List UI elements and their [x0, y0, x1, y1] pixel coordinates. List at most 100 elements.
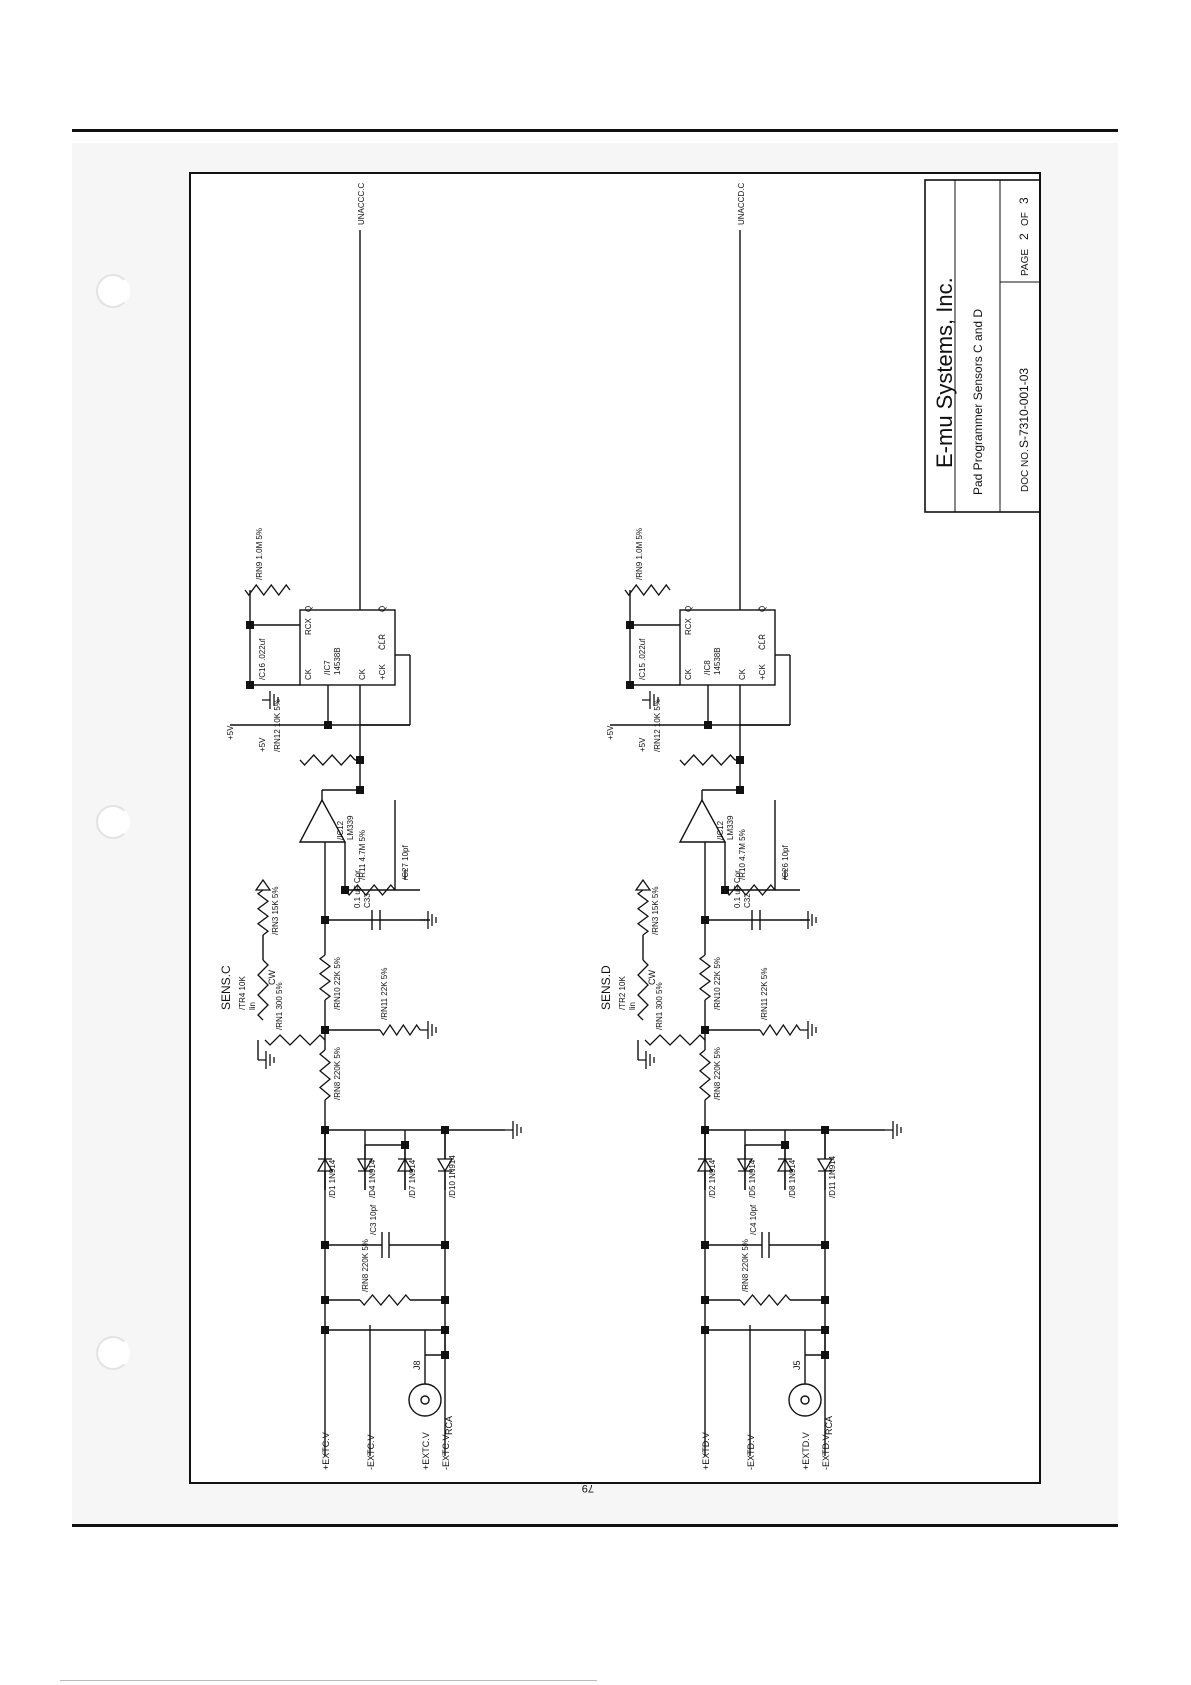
monostable-ref: /IC8 [703, 660, 712, 675]
diode-2-label: /D4 1N914 [368, 1159, 377, 1198]
trim-resistor-label: /RN1 300 5% [655, 982, 664, 1030]
junction-dot [781, 1141, 789, 1149]
junction-dot [821, 1126, 829, 1134]
divider-resistor-label: /RN10 22K 5% [333, 957, 342, 1010]
company-name: E-mu Systems, Inc. [932, 277, 957, 468]
comparator-icon [298, 798, 347, 843]
input-cap-label: /C3 10pf [369, 1204, 378, 1235]
ref-resistor-label: /RN3 15K 5% [271, 887, 280, 935]
monostable-ref: /IC7 [323, 660, 332, 675]
pin-clr: C̄L̄R̄ [758, 634, 767, 650]
jack-ref: J8 [412, 1360, 422, 1370]
pin-ck: CK [304, 668, 313, 680]
junction-dot [821, 1296, 829, 1304]
page-label: PAGE [1020, 249, 1031, 276]
diode-4-label: /D10 1N914 [448, 1155, 457, 1198]
junction-dot [356, 786, 364, 794]
sense-label: SENS.C [219, 965, 233, 1010]
jack-type: RCA [444, 1416, 454, 1435]
trim-pot-sub: lin [628, 1002, 637, 1010]
pin-qbar: Q̄ [758, 606, 767, 612]
pin-clr: C̄L̄R̄ [378, 634, 387, 650]
title-block: E-mu Systems, Inc. Pad Programmer Sensor… [924, 179, 1041, 513]
junction-dot [701, 1126, 709, 1134]
divider-resistor [698, 954, 712, 1001]
monostable-part: 14538B [333, 647, 342, 675]
pin-qbar: Q̄ [378, 606, 387, 612]
fb-resistor-label: /R10 4.7M 5% [738, 829, 747, 880]
diode-3-label: /D7 1N914 [408, 1159, 417, 1198]
bottom-rule [72, 1524, 1118, 1527]
junction-dot [701, 1241, 709, 1249]
ground-icon [638, 1051, 655, 1069]
cor-cap-ref: C33 [363, 893, 372, 908]
ref-resistor [256, 889, 270, 936]
monostable-ic [299, 609, 396, 686]
binder-hole-2 [96, 805, 130, 839]
trim-resistor [264, 1034, 326, 1046]
jack-ref: J5 [792, 1360, 802, 1370]
diode-1-label: /D2 1N914 [708, 1159, 717, 1198]
diode-2-label: /D5 1N914 [748, 1159, 757, 1198]
ground-icon [262, 691, 279, 709]
junction-dot [701, 1326, 709, 1334]
timing-resistor-label: /RN9 1.0M 5% [635, 528, 644, 580]
output-net-label: UNACCC.C [357, 183, 366, 225]
cor-cap-ref: C32 [743, 893, 752, 908]
pin-rcx: RCX [304, 617, 313, 635]
ref-resistor-label: /RN3 15K 5% [651, 887, 660, 935]
footer-line [60, 1680, 597, 1681]
sheet-page-number: 79 [582, 1482, 594, 1494]
ground-icon [258, 1051, 275, 1069]
page-total: 3 [1017, 197, 1031, 204]
trim-pot-ref: /TR2 10K [618, 976, 627, 1010]
jack-type: RCA [824, 1416, 834, 1435]
junction-dot [736, 786, 744, 794]
junction-dot [321, 1241, 329, 1249]
shunt-resistor [739, 1293, 791, 1307]
drawing-title: Pad Programmer Sensors C and D [971, 309, 985, 495]
junction-dot [441, 1126, 449, 1134]
timing-cap-label: /C15 .022uf [638, 638, 647, 680]
trim-pot-sub: lin [248, 1002, 257, 1010]
diode-4-icon [816, 1158, 834, 1173]
gnd-resistor-label: /RN11 22K 5% [380, 968, 389, 1020]
input-resistor [318, 1049, 332, 1101]
junction-dot [441, 1241, 449, 1249]
timing-cap-label: /C16 .022uf [258, 638, 267, 680]
input-resistor-label: /RN8 220K 5% [333, 1047, 342, 1100]
ref-resistor [636, 889, 650, 936]
comparator-part: LM339 [346, 815, 355, 840]
shunt-resistor-label: /RN8 220K 5% [361, 1239, 370, 1292]
net-label: +EXTD.V [801, 1432, 811, 1470]
shunt-resistor [359, 1293, 411, 1307]
junction-dot [401, 1141, 409, 1149]
gnd-resistor-label: /RN11 22K 5% [760, 968, 769, 1020]
binder-hole-1 [96, 274, 130, 308]
comparator-ref: /IC12 [716, 820, 725, 840]
junction-dot [321, 1126, 329, 1134]
pin-ck-2: CK [358, 668, 367, 680]
input-cap-label: /C4 10pf [749, 1204, 758, 1235]
ground-icon [505, 1121, 522, 1139]
cw-marker: CW [647, 970, 657, 985]
supply-label: +5V [606, 725, 615, 740]
pin-ck-2: CK [738, 668, 747, 680]
pullup-resistor [299, 754, 356, 766]
fb-cap-label: /C27 10pf [401, 845, 410, 880]
doc-no-label: DOC NO. [1020, 449, 1031, 492]
fb-resistor-label: /R11 4.7M 5% [358, 830, 367, 880]
net-label: +EXTC.V [321, 1432, 331, 1470]
ground-icon [420, 1021, 437, 1039]
sense-label: SENS.D [599, 965, 613, 1010]
divider-resistor [318, 954, 332, 1001]
trim-pot [257, 959, 269, 1021]
ground-icon [800, 1021, 817, 1039]
comparator-part: LM339 [726, 815, 735, 840]
cor-cap-label: 0.1 uF Cor [353, 870, 362, 908]
gnd-resistor [379, 1023, 421, 1037]
net-label: +EXTD.V [701, 1432, 711, 1470]
junction-dot [821, 1241, 829, 1249]
